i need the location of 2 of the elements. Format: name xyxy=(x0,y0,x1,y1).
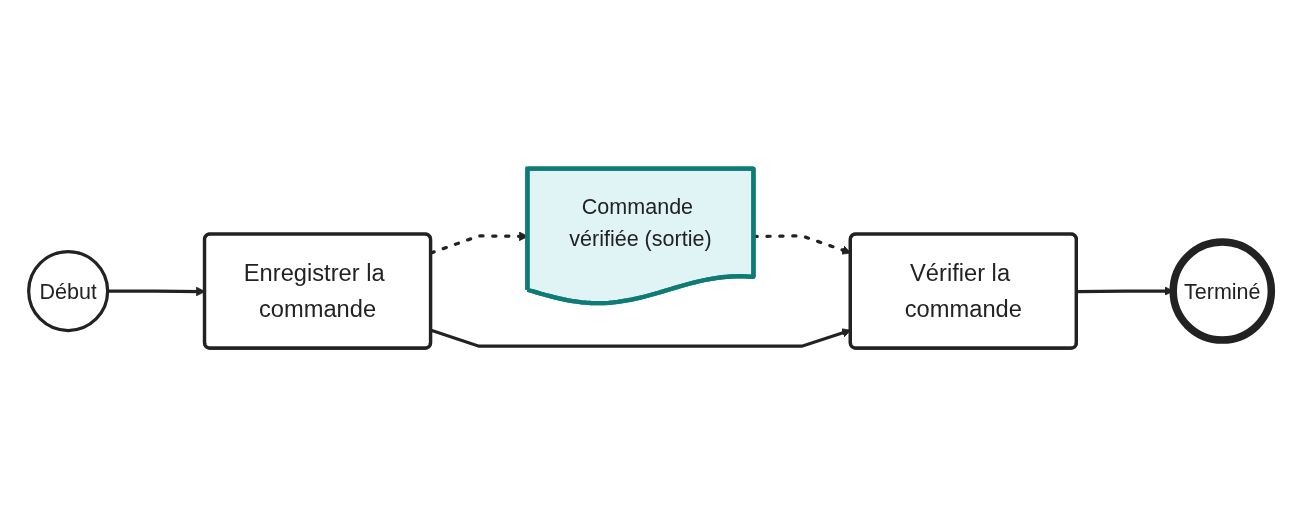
node-circle: Terminé xyxy=(1169,237,1276,344)
node-circle: Début xyxy=(27,249,110,332)
